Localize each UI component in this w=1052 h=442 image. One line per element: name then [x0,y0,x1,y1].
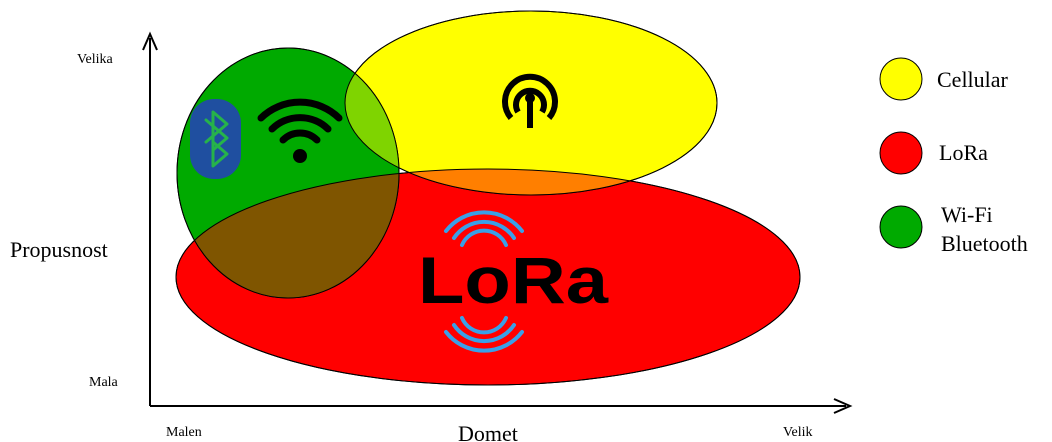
axes [142,31,853,414]
lora-region-outline [175,168,801,386]
legend-label-lora: LoRa [939,140,988,165]
legend-swatch-cellular [879,57,923,101]
legend-item-lora: LoRa [879,131,988,175]
y-axis-label: Propusnost [10,237,108,262]
legend-swatch-wifi-bluetooth [879,205,923,249]
x-axis-right-label: Velik [783,425,813,440]
cellular-antenna-icon [502,73,558,128]
y-axis-arrowhead [142,31,158,51]
wifi-region-outline [176,47,400,299]
lora-logo-text: LoRa [418,243,609,317]
legend-label-wifi: Wi-Fi [941,202,993,227]
legend: Cellular LoRa Wi-Fi Bluetooth [879,57,1028,256]
bluetooth-icon [190,99,241,179]
y-axis-bottom-label: Mala [89,375,119,390]
y-axis-top-label: Velika [77,52,114,67]
x-axis-label: Domet [458,421,518,442]
cellular-region-outline [344,10,718,196]
legend-label-bluetooth: Bluetooth [941,231,1028,256]
legend-label-cellular: Cellular [937,67,1009,92]
x-axis-arrowhead [833,398,853,414]
legend-swatch-lora [879,131,923,175]
wifi-icon [257,98,343,163]
lora-logo: LoRa [418,210,609,353]
lora-wave-icon [444,210,524,353]
x-axis-left-label: Malen [166,425,202,440]
legend-item-cellular: Cellular [879,57,1009,101]
legend-item-wifi-bluetooth: Wi-Fi Bluetooth [879,202,1028,256]
